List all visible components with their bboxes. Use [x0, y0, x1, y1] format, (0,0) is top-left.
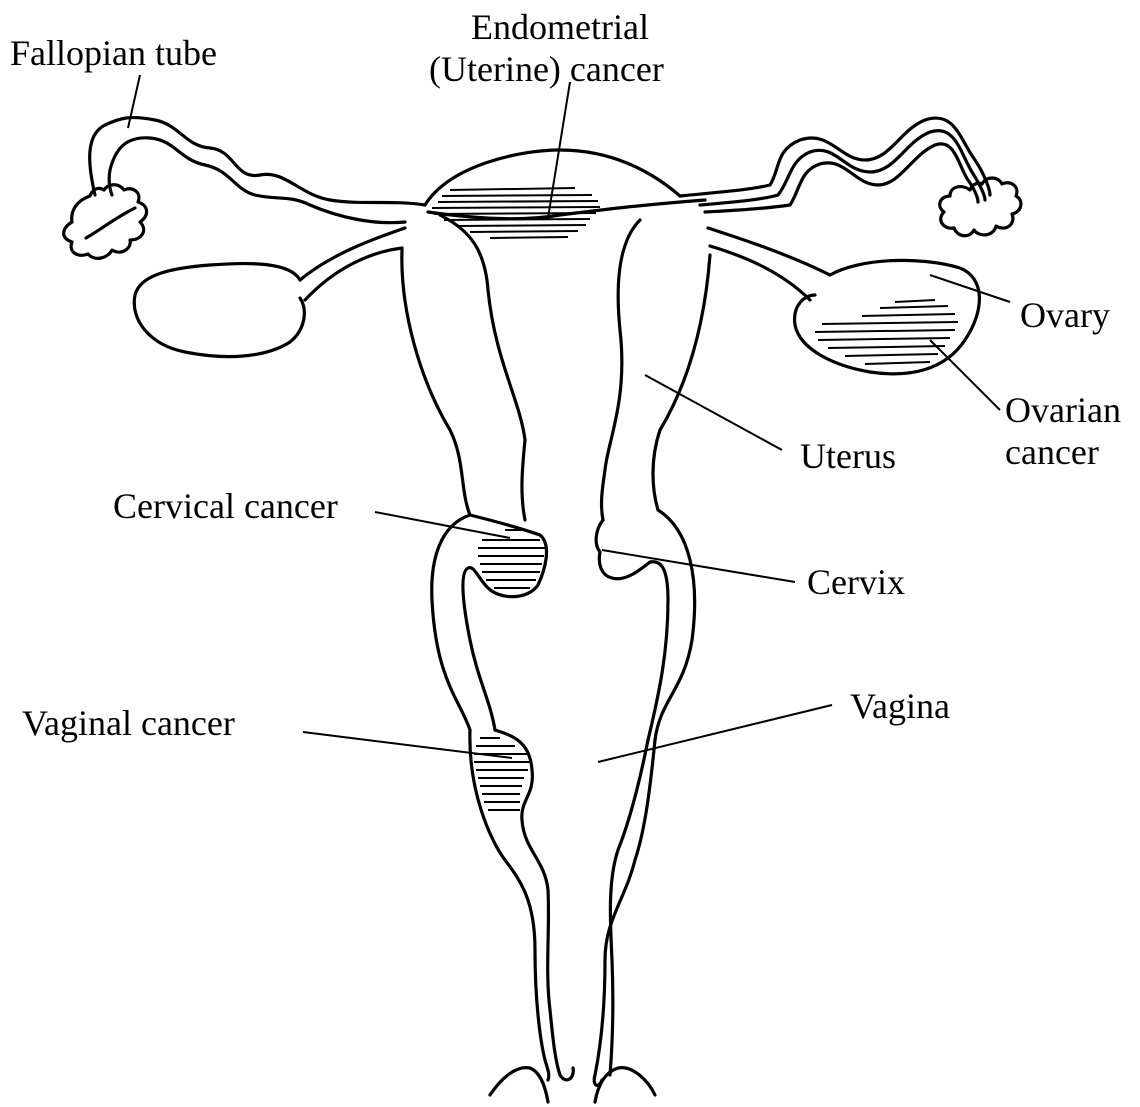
label-ovary: Ovary	[1020, 295, 1110, 335]
vulva-left-curve	[490, 1068, 548, 1102]
leader-lines	[128, 75, 1010, 762]
uterus-cavity-right-wall	[602, 220, 640, 520]
uterus-left-outer-wall	[402, 250, 470, 730]
cervical-cancer-hatch	[478, 530, 545, 588]
anatomy-outline	[64, 118, 1021, 1102]
labels: Fallopian tube Endometrial (Uterine) can…	[10, 7, 1121, 743]
label-cervix: Cervix	[807, 562, 905, 602]
leader-cervical-cancer	[375, 512, 510, 538]
right-ovary	[795, 260, 980, 373]
label-endometrial-line1: Endometrial	[471, 7, 649, 47]
right-ovarian-ligament	[708, 228, 830, 300]
vagina-left-outer-wall	[470, 730, 549, 1080]
leader-ovary	[930, 275, 1010, 302]
left-fallopian-tube-lower	[109, 138, 405, 223]
uterus-cavity-outline	[428, 200, 705, 219]
vaginal-cancer-hatch	[474, 738, 530, 810]
label-cervical-cancer: Cervical cancer	[113, 486, 338, 526]
vagina-left-inner-wall	[495, 730, 573, 1080]
leader-cervix	[602, 550, 795, 582]
left-ovarian-ligament	[300, 228, 405, 300]
vagina-right-outer-wall	[594, 740, 655, 1085]
label-ovarian-cancer-line1: Ovarian	[1005, 390, 1121, 430]
vulva-right-curve	[595, 1068, 655, 1102]
leader-fallopian-tube	[128, 75, 140, 128]
left-ovary	[134, 264, 304, 357]
label-ovarian-cancer-line2: cancer	[1005, 432, 1099, 472]
label-fallopian-tube: Fallopian tube	[10, 33, 217, 73]
uterus-cavity-left-wall	[440, 215, 525, 520]
label-uterus: Uterus	[800, 436, 896, 476]
leader-uterus	[645, 375, 782, 450]
left-fallopian-tube-upper	[90, 118, 425, 205]
cervix-right-lip	[596, 520, 668, 740]
leader-vagina	[598, 705, 832, 762]
left-fimbriae-inner	[86, 208, 135, 238]
endometrial-cancer-hatch	[432, 188, 600, 238]
leader-ovarian-cancer	[930, 340, 1000, 410]
label-vaginal-cancer: Vaginal cancer	[22, 703, 235, 743]
ovarian-cancer-hatch	[815, 300, 958, 364]
label-endometrial-line2: (Uterine) cancer	[429, 49, 664, 89]
left-fimbriae	[64, 185, 147, 259]
label-vagina: Vagina	[850, 686, 950, 726]
